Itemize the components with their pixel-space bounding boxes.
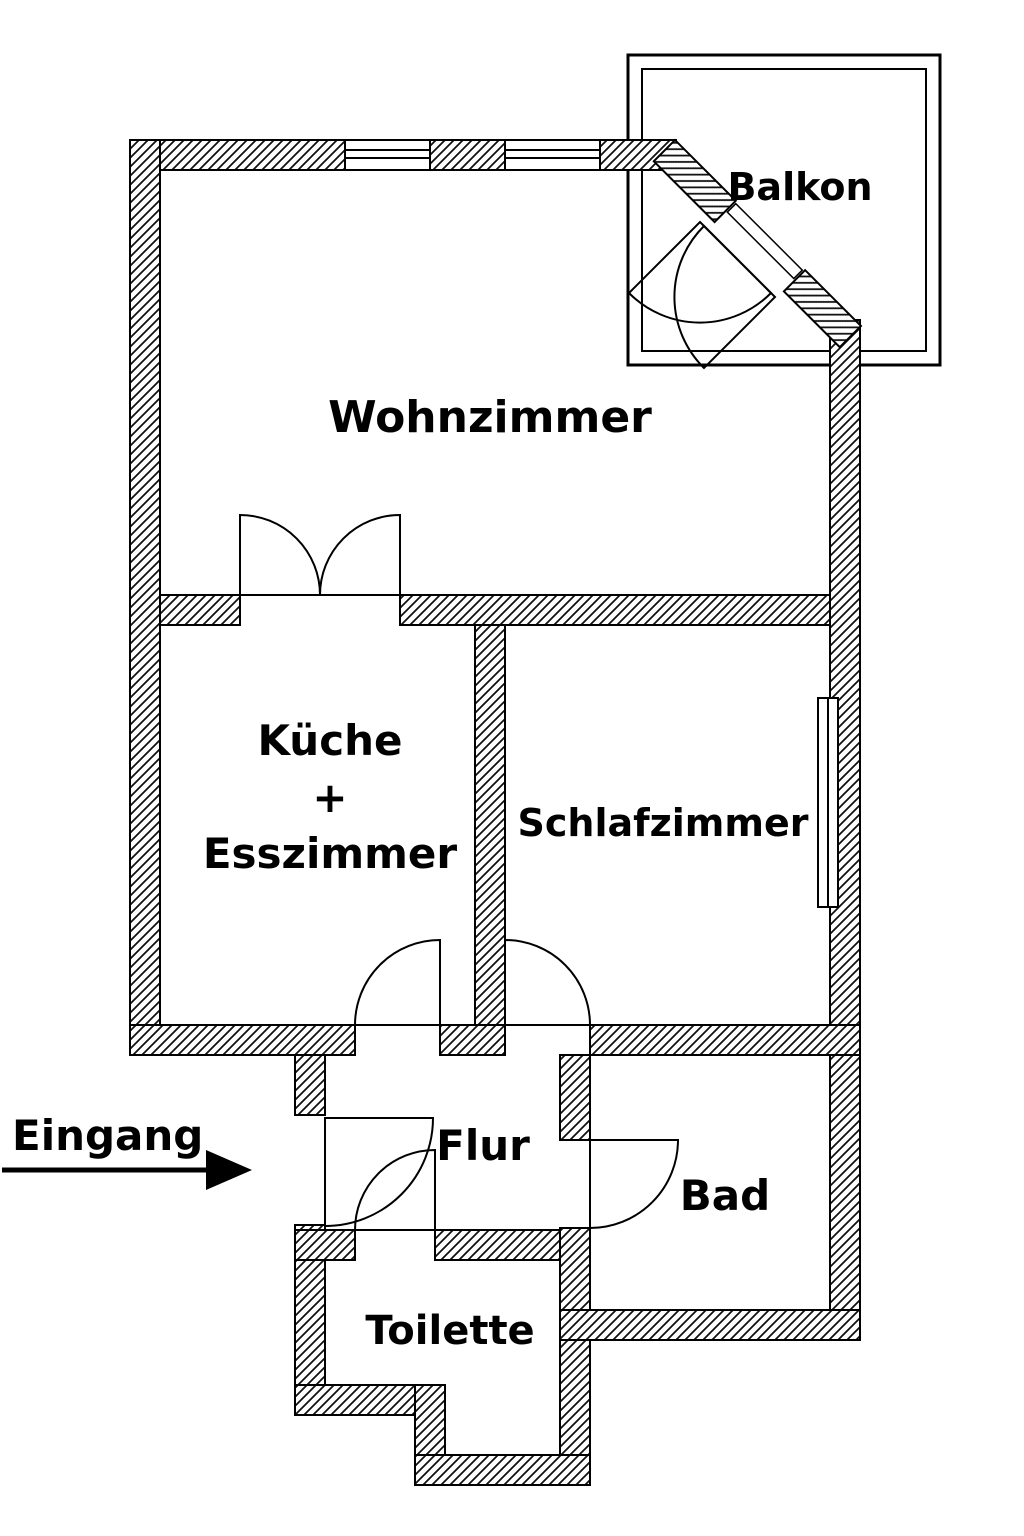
kueche-label-line2: + xyxy=(312,773,347,822)
kueche-label-line1: Küche xyxy=(258,716,403,765)
windows xyxy=(344,139,839,908)
wall-kueche-bottom-left xyxy=(129,1024,356,1056)
kueche-door xyxy=(353,938,441,1026)
wall-schlafzimmer-bottom xyxy=(589,1024,861,1056)
balcony-outer-line xyxy=(626,53,942,367)
bad-door xyxy=(589,1139,680,1230)
kueche-label-line3: Esszimmer xyxy=(203,829,458,878)
wall-left xyxy=(129,139,161,1056)
wall-toilette-bottom xyxy=(414,1454,591,1486)
toilette-door xyxy=(353,1148,436,1231)
room-labels: Balkon Wohnzimmer Küche + Esszimmer Schl… xyxy=(203,165,873,1354)
balkon-label: Balkon xyxy=(727,165,872,209)
balcony-door-leaf-1 xyxy=(627,220,773,324)
wall-diagonal-lower xyxy=(782,268,863,349)
entrance-arrow-icon xyxy=(2,1150,252,1190)
wall-flur-bad-upper xyxy=(559,1054,591,1141)
balcony-outline xyxy=(626,53,942,367)
entrance-door xyxy=(324,1117,435,1228)
wall-top-middle xyxy=(429,139,506,171)
wall-flur-left-upper xyxy=(294,1054,326,1116)
wall-flur-toilette-left xyxy=(294,1229,356,1261)
wall-wohnzimmer-divider-right xyxy=(399,594,831,626)
schlafzimmer-label: Schlafzimmer xyxy=(518,801,809,845)
wohnzimmer-double-door-left xyxy=(239,513,322,596)
walls xyxy=(129,138,863,1486)
wall-kueche-schlafzimmer xyxy=(474,624,506,1056)
wohnzimmer-double-door-right xyxy=(318,513,401,596)
window-top-2 xyxy=(504,139,601,171)
balcony-inner-line xyxy=(641,68,927,352)
balcony-door-leaf-2 xyxy=(673,224,777,370)
doors xyxy=(239,220,777,1231)
balcony-door-frame xyxy=(726,202,804,280)
wall-bad-bottom xyxy=(559,1309,861,1341)
wall-kueche-bottom-right xyxy=(439,1024,506,1056)
wall-flur-bad-lower xyxy=(559,1227,591,1486)
wall-wohnzimmer-divider-left xyxy=(159,594,241,626)
toilette-label: Toilette xyxy=(365,1308,534,1354)
window-top-1 xyxy=(344,139,431,171)
flur-label: Flur xyxy=(436,1121,530,1170)
schlafzimmer-door xyxy=(504,938,592,1026)
wall-diagonal-upper xyxy=(652,138,738,224)
wall-diagonal xyxy=(652,138,863,349)
entrance-annotation: Eingang xyxy=(2,1111,252,1190)
wohnzimmer-label: Wohnzimmer xyxy=(328,392,652,443)
window-schlafzimmer xyxy=(817,697,839,908)
eingang-label: Eingang xyxy=(12,1111,203,1160)
bad-label: Bad xyxy=(680,1171,770,1220)
wall-top-left xyxy=(129,139,346,171)
